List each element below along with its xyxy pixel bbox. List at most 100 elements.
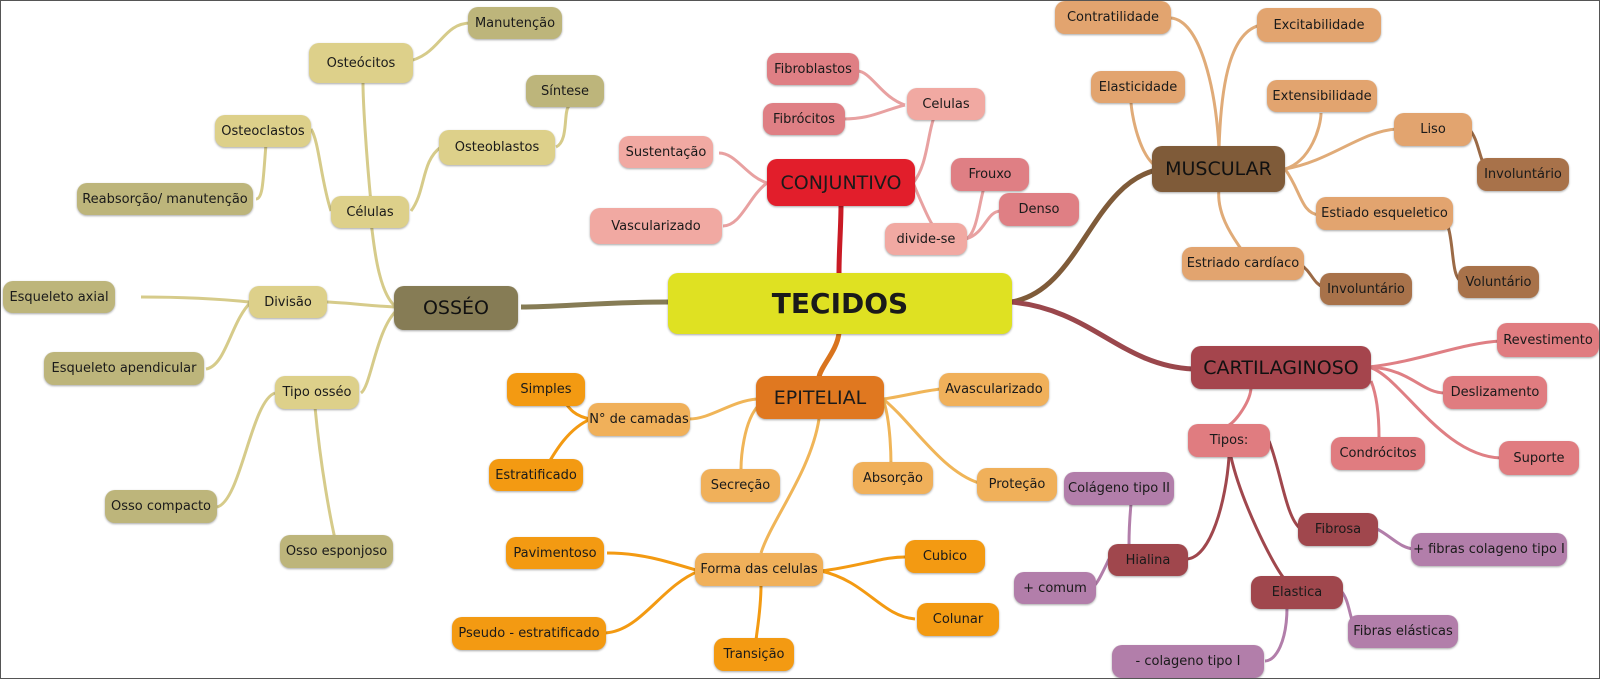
epit-forma-celulas-node[interactable]: Forma das celulas	[695, 553, 823, 586]
edge-forma-cubico	[820, 555, 906, 573]
branch-epitelial[interactable]: EPITELIAL	[756, 376, 884, 419]
epit-n-camadas-node[interactable]: N° de camadas	[588, 403, 690, 436]
cart-fibrosa-node[interactable]: Fibrosa	[1298, 513, 1378, 546]
cart-fibras-elasticas-node[interactable]: Fibras elásticas	[1348, 615, 1458, 648]
cart-comum-node[interactable]: + comum	[1014, 572, 1096, 604]
musc-voluntario-node[interactable]: Voluntário	[1458, 266, 1539, 298]
conj-denso-node[interactable]: Denso	[999, 193, 1079, 226]
osseo-sintese-node[interactable]: Síntese	[526, 75, 604, 107]
edge-center-osseo	[520, 299, 670, 310]
edge-osseo-divisao	[326, 300, 397, 309]
cart-tipos-node[interactable]: Tipos:	[1188, 424, 1270, 457]
musc-estiado-esqueletico-node[interactable]: Estiado esqueletico	[1316, 197, 1453, 230]
osseo-esqueleto-axial-node[interactable]: Esqueleto axial	[3, 281, 115, 313]
cart-elastica-node[interactable]: Elastica	[1251, 576, 1343, 609]
osseo-osteoclastos-node[interactable]: Osteoclastos	[215, 115, 311, 147]
edge-tipos-elastica	[1229, 456, 1285, 578]
cart-revestimento-node[interactable]: Revestimento	[1497, 323, 1599, 357]
edge-forma-colunar	[820, 569, 916, 621]
edge-cart-suporte	[1368, 365, 1502, 460]
edge-hialina-colageno	[1127, 502, 1133, 546]
edge-cart-tipos	[1228, 386, 1253, 427]
musc-involuntario-cardiaco-node[interactable]: Involuntário	[1320, 273, 1412, 305]
conj-frouxo-node[interactable]: Frouxo	[951, 158, 1029, 191]
osseo-esqueleto-apendicular-node[interactable]: Esqueleto apendicular	[44, 352, 204, 385]
musc-estriado-cardiaco-node[interactable]: Estriado cardíaco	[1182, 247, 1304, 280]
edge-divisao-axial	[140, 295, 250, 304]
epit-protecao-node[interactable]: Proteção	[977, 468, 1057, 501]
edge-cart-revestimento	[1368, 339, 1502, 369]
conj-sustentacao-node[interactable]: Sustentação	[619, 136, 713, 168]
epit-secrecao-node[interactable]: Secreção	[701, 469, 780, 502]
edge-epit-camadas	[688, 397, 758, 421]
epit-colunar-node[interactable]: Colunar	[917, 603, 999, 636]
osseo-divisao-node[interactable]: Divisão	[249, 286, 327, 318]
cart-deslizamento-node[interactable]: Deslizamento	[1443, 376, 1547, 409]
conj-fibroblastos-node[interactable]: Fibroblastos	[767, 53, 859, 85]
epit-pavimentoso-node[interactable]: Pavimentoso	[506, 537, 604, 569]
osseo-tipo-osseo-node[interactable]: Tipo osséo	[275, 376, 359, 409]
edge-celulas-osteoblastos	[409, 145, 442, 212]
edge-musc-excitabilidade	[1217, 23, 1262, 150]
musc-elasticidade-node[interactable]: Elasticidade	[1091, 71, 1185, 103]
edge-conj-vascularizado	[722, 181, 768, 228]
osseo-manutencao-node[interactable]: Manutenção	[468, 7, 562, 39]
epit-pseudo-estratificado-node[interactable]: Pseudo - estratificado	[452, 617, 606, 650]
branch-osseo[interactable]: OSSÉO	[394, 286, 518, 330]
edge-epit-protecao	[882, 397, 980, 485]
osseo-osso-compacto-node[interactable]: Osso compacto	[105, 490, 217, 523]
edge-divisao-apendicular	[205, 300, 253, 371]
musc-extensibilidade-node[interactable]: Extensibilidade	[1267, 80, 1377, 112]
cart-condrocitos-node[interactable]: Condrócitos	[1331, 437, 1425, 470]
edge-osseo-tipo	[359, 309, 398, 395]
edge-tipos-hialina	[1186, 456, 1231, 561]
epit-avascularizado-node[interactable]: Avascularizado	[939, 373, 1049, 406]
branch-cartilaginoso[interactable]: CARTILAGINOSO	[1191, 346, 1371, 389]
edge-epit-avascular	[882, 387, 942, 401]
musc-involuntario-liso-node[interactable]: Involuntário	[1477, 158, 1569, 191]
edge-forma-transicao	[754, 584, 763, 642]
edge-celulas-fibrocitos	[842, 103, 906, 121]
edge-center-muscular	[1010, 166, 1162, 305]
edge-osteocitos-manutencao	[404, 21, 472, 64]
osseo-osteoblastos-node[interactable]: Osteoblastos	[439, 130, 555, 165]
epit-simples-node[interactable]: Simples	[507, 373, 585, 406]
osseo-osso-esponjoso-node[interactable]: Osso esponjoso	[280, 535, 393, 568]
conj-celulas-node[interactable]: Celulas	[907, 88, 985, 120]
edge-cart-deslizamento	[1368, 365, 1446, 395]
edge-celulas-osteocitos	[361, 82, 373, 204]
edge-tipo-compacto	[216, 391, 276, 509]
edge-center-conjuntivo	[836, 204, 844, 274]
edge-osteoclastos-reabsorcao	[255, 143, 268, 201]
conj-fibrocitos-node[interactable]: Fibrócitos	[763, 103, 845, 135]
edge-osseo-celulas	[369, 222, 398, 309]
musc-contratilidade-node[interactable]: Contratilidade	[1055, 1, 1171, 34]
cart-colageno-ii-node[interactable]: Colágeno tipo II	[1064, 472, 1174, 505]
musc-excitabilidade-node[interactable]: Excitabilidade	[1257, 8, 1381, 42]
conj-divide-se-node[interactable]: divide-se	[885, 223, 967, 255]
conj-vascularizado-node[interactable]: Vascularizado	[590, 208, 722, 244]
edge-forma-pseudo	[604, 569, 700, 635]
edge-epit-secrecao	[739, 403, 761, 470]
edge-epit-forma	[759, 418, 821, 554]
osseo-celulas-node[interactable]: Células	[331, 196, 409, 228]
cart-menos-colageno-i-node[interactable]: - colageno tipo I	[1112, 645, 1264, 678]
epit-estratificado-node[interactable]: Estratificado	[489, 459, 583, 491]
cart-hialina-node[interactable]: Hialina	[1108, 544, 1188, 576]
branch-conjuntivo[interactable]: CONJUNTIVO	[767, 159, 915, 206]
epit-transicao-node[interactable]: Transição	[714, 638, 794, 671]
osseo-osteocitos-node[interactable]: Osteócitos	[309, 43, 413, 83]
epit-cubico-node[interactable]: Cubico	[905, 540, 985, 573]
cart-fibras-colageno-i-node[interactable]: + fibras colageno tipo I	[1411, 533, 1567, 566]
musc-liso-node[interactable]: Liso	[1394, 113, 1472, 146]
epit-absorcao-node[interactable]: Absorção	[853, 462, 933, 494]
edge-osteoblastos-sintese	[555, 104, 571, 149]
branch-muscular[interactable]: MUSCULAR	[1152, 146, 1285, 192]
edge-celulas-osteoclastos	[309, 128, 333, 212]
osseo-reabsorcao-node[interactable]: Reabsorção/ manutenção	[77, 183, 253, 215]
edge-divide-denso	[965, 209, 1002, 241]
cart-suporte-node[interactable]: Suporte	[1499, 441, 1579, 475]
edge-fibrosa-fibras	[1376, 527, 1416, 551]
center-node-tecidos[interactable]: TECIDOS	[668, 273, 1012, 334]
